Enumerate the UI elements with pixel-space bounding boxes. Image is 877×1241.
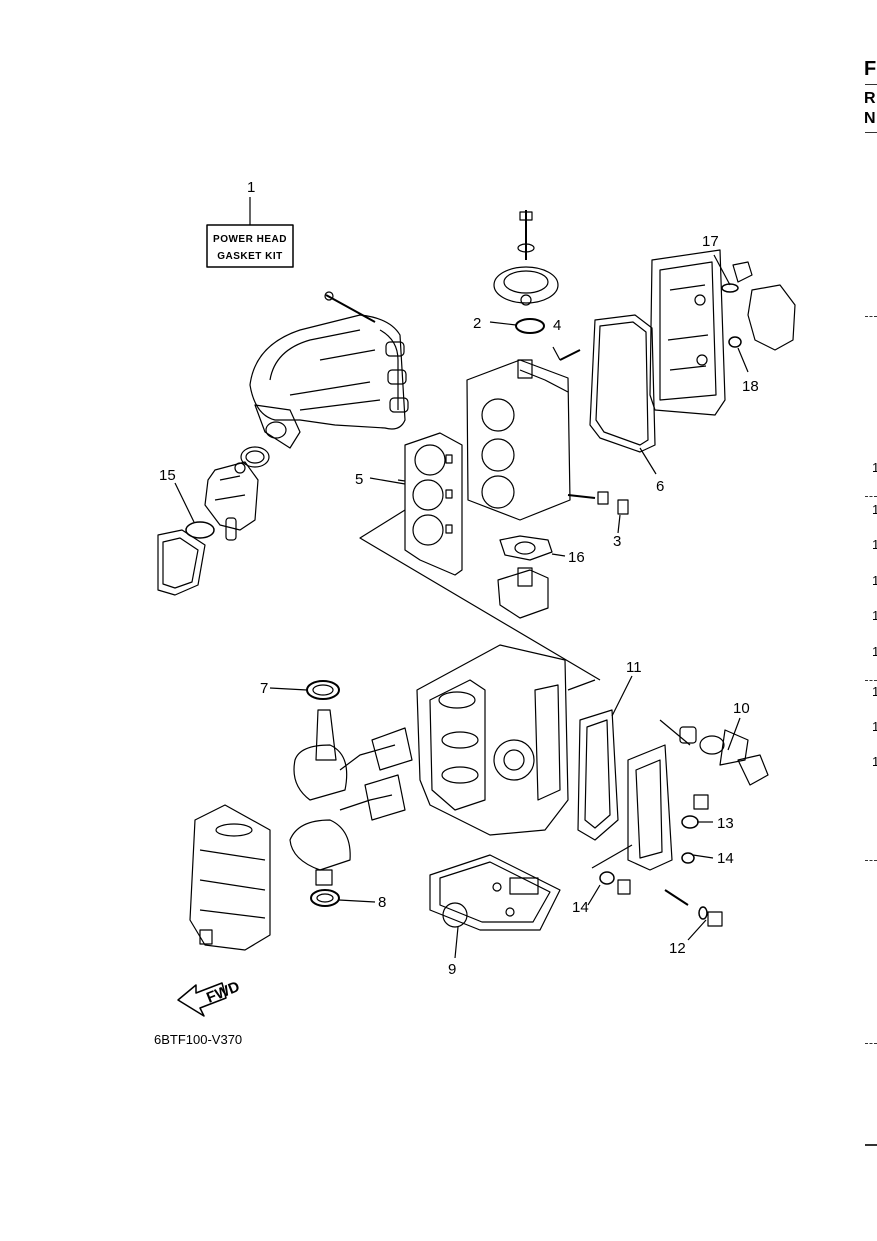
edge-dash	[865, 680, 877, 681]
edge-number: 1	[872, 754, 877, 769]
callout-13: 13	[717, 815, 734, 832]
callout-6: 6	[656, 478, 664, 495]
head-cover	[649, 249, 726, 416]
callout-7: 7	[260, 680, 268, 697]
callout-labels: 1 2 3 4 5 6 7 8 9 10 11 12 13 14 14 15 1…	[159, 179, 759, 978]
head-cover-gasket	[589, 314, 657, 475]
edge-letter-f: F	[864, 58, 877, 80]
callout-14b: 14	[572, 899, 589, 916]
edge-dash	[865, 1043, 877, 1044]
oil-seal-lower	[310, 889, 376, 907]
fwd-label: FWD	[204, 978, 242, 1007]
oil-seal-upper	[269, 680, 340, 700]
edge-number: 1	[872, 719, 877, 734]
lower-crankcase	[189, 804, 271, 951]
callout-9: 9	[448, 961, 456, 978]
kit-label-line1: POWER HEAD	[213, 234, 287, 245]
intake-manifold	[249, 291, 409, 449]
fuel-pump-assembly	[204, 446, 270, 541]
exhaust-gasket	[577, 675, 633, 841]
callout-11: 11	[626, 659, 642, 676]
edge-rule	[865, 84, 877, 85]
edge-dash	[865, 316, 877, 317]
edge-number: 1	[872, 460, 877, 475]
kit-label-line2: GASKET KIT	[217, 251, 283, 262]
edge-rule	[865, 132, 877, 133]
callout-15: 15	[159, 467, 176, 484]
callout-1: 1	[247, 179, 255, 196]
edge-dash	[865, 496, 877, 497]
diagram-code: 6BTF100-V370	[154, 1032, 243, 1047]
cylinder-head-gasket	[359, 432, 601, 681]
edge-number: 1	[872, 537, 877, 552]
callout-3: 3	[613, 533, 621, 550]
cylinder-block	[416, 644, 596, 836]
edge-rule	[865, 1144, 877, 1146]
edge-letter-n: N	[864, 110, 876, 127]
edge-dash	[865, 860, 877, 861]
fwd-arrow-icon	[177, 982, 227, 1017]
edge-number: 1	[872, 684, 877, 699]
edge-number: 1	[872, 573, 877, 588]
edge-number: 1	[872, 502, 877, 517]
callout-5: 5	[355, 471, 363, 488]
gasket-kit-box: POWER HEAD GASKET KIT	[206, 197, 294, 268]
thermostat-housing	[497, 535, 566, 619]
callout-10: 10	[733, 700, 750, 717]
edge-number: 1	[872, 608, 877, 623]
callout-12: 12	[669, 940, 686, 957]
fuel-pump	[713, 254, 796, 373]
callout-16: 16	[568, 549, 585, 566]
callout-2: 2	[473, 315, 481, 332]
callout-17: 17	[702, 233, 719, 250]
cylinder-head	[466, 210, 629, 534]
edge-letter-r: R	[864, 90, 876, 107]
edge-number: 1	[872, 644, 877, 659]
callout-8: 8	[378, 894, 386, 911]
callout-4: 4	[553, 317, 561, 334]
filter-cover	[157, 482, 215, 596]
exhaust-cover	[587, 717, 769, 941]
crankcase-gasket	[429, 854, 561, 959]
callout-14a: 14	[717, 850, 734, 867]
crankshaft-assembly	[289, 709, 413, 886]
callout-18: 18	[742, 378, 759, 395]
